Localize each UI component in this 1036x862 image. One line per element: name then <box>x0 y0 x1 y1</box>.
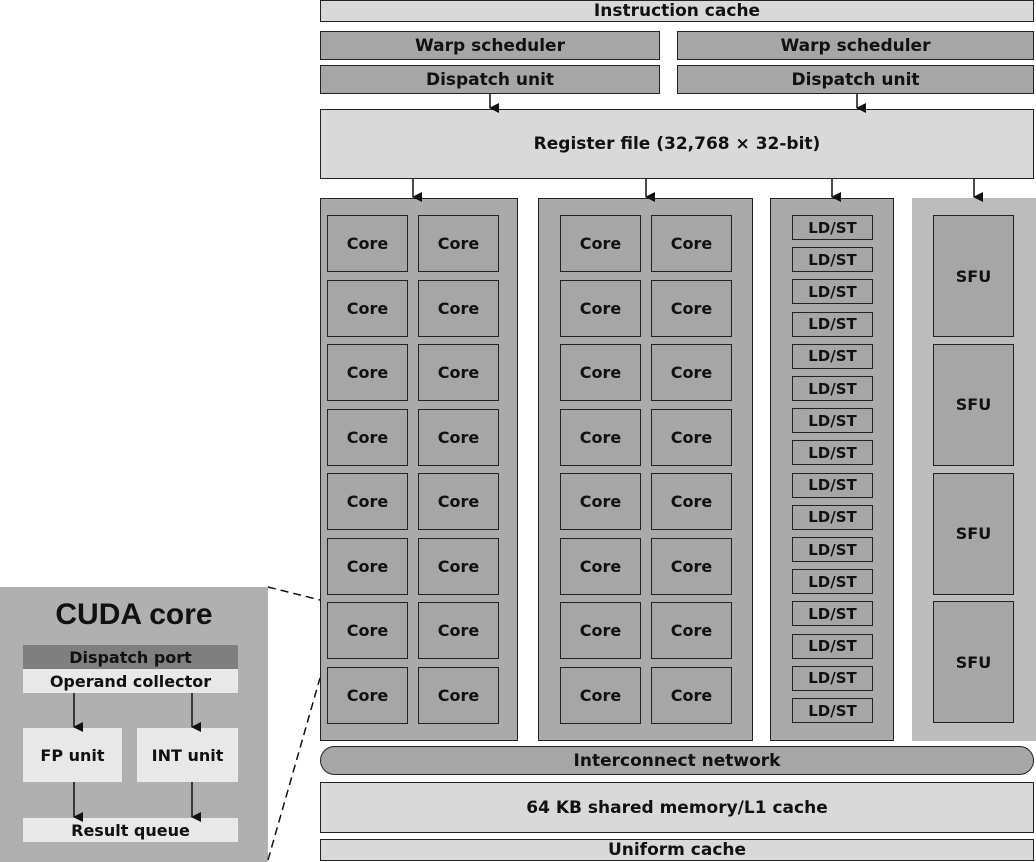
dispatch-unit-label: Dispatch unit <box>791 69 920 90</box>
cuda-core-block: Core <box>651 279 732 337</box>
operand-collector: Operand collector <box>23 669 238 693</box>
interconnect-network-label: Interconnect network <box>573 750 781 771</box>
fp-unit-label: FP unit <box>40 745 105 765</box>
ldst-unit: LD/ST <box>792 279 873 305</box>
cuda-core-block: Core <box>327 279 408 337</box>
shared-memory-l1-cache: 64 KB shared memory/L1 cache <box>320 782 1034 833</box>
zoom-line-bottom <box>267 677 321 861</box>
cuda-core-block: Core <box>418 537 499 595</box>
cuda-core-block: Core <box>560 344 641 401</box>
cuda-core-block: Core <box>651 602 732 659</box>
cuda-core-block: Core <box>651 215 732 272</box>
cuda-core-block: Core <box>327 344 408 401</box>
cuda-core-block: Core <box>327 215 408 272</box>
ldst-unit: LD/ST <box>792 633 873 659</box>
cuda-core-block: Core <box>327 473 408 530</box>
sfu-unit: SFU <box>933 601 1014 724</box>
dispatch-unit-right: Dispatch unit <box>677 65 1034 94</box>
cuda-core-block: Core <box>327 537 408 595</box>
cuda-core-block: Core <box>560 537 641 595</box>
instruction-cache: Instruction cache <box>320 0 1034 22</box>
sfu-unit: SFU <box>933 343 1014 466</box>
register-file: Register file (32,768 × 32-bit) <box>320 109 1034 179</box>
cuda-core-block: Core <box>560 215 641 272</box>
cuda-core-block: Core <box>560 408 641 466</box>
sfu-unit: SFU <box>933 472 1014 595</box>
ldst-unit: LD/ST <box>792 408 873 434</box>
ldst-unit: LD/ST <box>792 472 873 498</box>
ldst-unit: LD/ST <box>792 343 873 369</box>
ldst-unit: LD/ST <box>792 504 873 530</box>
cuda-core-title: CUDA core <box>55 598 213 631</box>
warp-scheduler-label: Warp scheduler <box>415 35 565 56</box>
ldst-unit: LD/ST <box>792 247 873 273</box>
ldst-unit: LD/ST <box>792 698 873 723</box>
int-unit-label: INT unit <box>151 745 224 765</box>
cuda-core-block: Core <box>651 344 732 401</box>
cuda-core-block: Core <box>418 408 499 466</box>
cuda-core-block: Core <box>418 666 499 724</box>
cuda-core-block: Core <box>418 279 499 337</box>
ldst-unit: LD/ST <box>792 537 873 562</box>
cuda-core-block: Core <box>560 279 641 337</box>
register-file-label: Register file (32,768 × 32-bit) <box>533 134 821 154</box>
cuda-core-block: Core <box>418 344 499 401</box>
dispatch-unit-left: Dispatch unit <box>320 65 660 94</box>
cuda-core-block: Core <box>651 666 732 724</box>
dispatch-port: Dispatch port <box>23 645 238 669</box>
ldst-unit: LD/ST <box>792 601 873 627</box>
instruction-cache-label: Instruction cache <box>593 1 761 21</box>
cuda-core-block: Core <box>327 666 408 724</box>
ldst-unit: LD/ST <box>792 311 873 337</box>
result-queue-label: Result queue <box>71 820 190 840</box>
cuda-core-block: Core <box>560 666 641 724</box>
warp-scheduler-label: Warp scheduler <box>780 35 931 56</box>
cuda-core-block: Core <box>560 473 641 530</box>
fp-unit: FP unit <box>23 728 122 782</box>
sfu-unit: SFU <box>933 215 1014 337</box>
shared-memory-label: 64 KB shared memory/L1 cache <box>526 797 828 818</box>
warp-scheduler-right: Warp scheduler <box>677 31 1034 60</box>
zoom-line-top <box>267 586 321 601</box>
ldst-unit: LD/ST <box>792 569 873 595</box>
ldst-unit: LD/ST <box>792 376 873 401</box>
dispatch-port-label: Dispatch port <box>69 647 192 667</box>
uniform-cache-label: Uniform cache <box>607 840 747 860</box>
uniform-cache: Uniform cache <box>320 839 1034 861</box>
interconnect-network: Interconnect network <box>320 746 1034 775</box>
cuda-core-block: Core <box>560 602 641 659</box>
dispatch-unit-label: Dispatch unit <box>425 69 555 90</box>
operand-collector-label: Operand collector <box>49 671 212 691</box>
cuda-core-block: Core <box>327 408 408 466</box>
ldst-unit: LD/ST <box>792 440 873 466</box>
cuda-core-block: Core <box>651 537 732 595</box>
cuda-core-block: Core <box>418 215 499 272</box>
cuda-core-block: Core <box>651 473 732 530</box>
cuda-core-block: Core <box>418 473 499 530</box>
ldst-unit: LD/ST <box>792 215 873 240</box>
cuda-core-block: Core <box>327 602 408 659</box>
result-queue: Result queue <box>23 818 238 842</box>
cuda-core-inset <box>0 587 268 862</box>
cuda-core-block: Core <box>418 602 499 659</box>
cuda-core-block: Core <box>651 408 732 466</box>
int-unit: INT unit <box>137 728 238 782</box>
ldst-unit: LD/ST <box>792 665 873 691</box>
warp-scheduler-left: Warp scheduler <box>320 31 660 60</box>
